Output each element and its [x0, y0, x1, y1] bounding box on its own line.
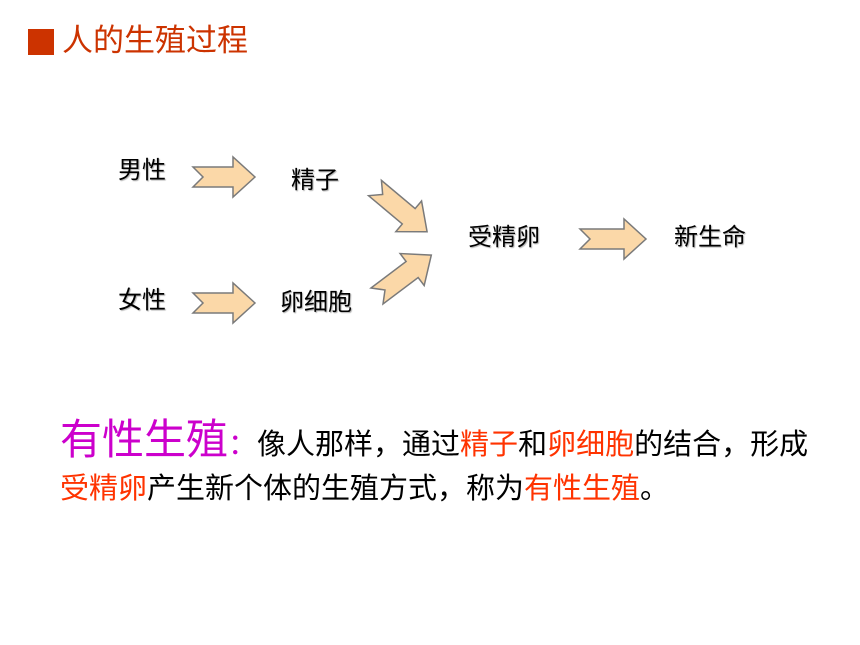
- highlight-sperm: 精子: [460, 427, 519, 461]
- page-title: 人的生殖过程: [28, 26, 248, 57]
- arrow-egg-to-zygote: [369, 252, 433, 306]
- definition-text-1: 像人那样，通过: [257, 427, 461, 461]
- highlight-zygote: 受精卵: [60, 471, 148, 505]
- highlight-egg: 卵细胞: [547, 427, 635, 461]
- node-sperm: 精子: [291, 166, 339, 194]
- definition-text-2: 和: [518, 427, 548, 461]
- arrow-male-to-sperm: [191, 155, 257, 199]
- arrow-female-to-egg: [191, 281, 257, 325]
- node-zygote: 受精卵: [468, 223, 540, 251]
- node-new-life: 新生命: [674, 223, 746, 251]
- highlight-sexual-reproduction: 有性生殖: [524, 471, 641, 505]
- definition-text-3: 的结合，形成: [634, 427, 809, 461]
- arrow-zygote-to-life: [578, 217, 648, 261]
- definition-paragraph: 有性生殖：像人那样，通过精子和卵细胞的结合，形成受精卵产生新个体的生殖方式，称为…: [60, 418, 830, 510]
- node-male: 男性: [118, 156, 166, 184]
- arrow-sperm-to-zygote: [366, 178, 428, 233]
- node-female: 女性: [118, 286, 166, 314]
- definition-text-4: 产生新个体的生殖方式，称为: [147, 471, 525, 505]
- definition-colon: ：: [228, 427, 258, 461]
- definition-term: 有性生殖: [60, 415, 229, 464]
- title-text: 人的生殖过程: [62, 23, 248, 59]
- node-egg: 卵细胞: [280, 288, 352, 316]
- definition-text-5: 。: [640, 471, 670, 505]
- title-square-bullet: [28, 28, 54, 55]
